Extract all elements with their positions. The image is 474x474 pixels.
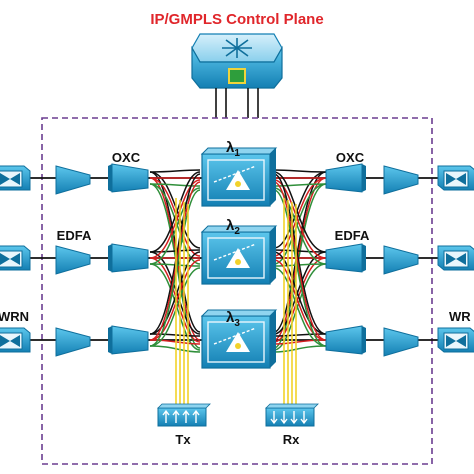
fiber-left-2-1-0 (149, 251, 201, 335)
node-boundary (41, 117, 433, 465)
control-plane-title: IP/GMPLS Control Plane (150, 11, 323, 28)
wss-lambda-2-icon (200, 225, 278, 285)
fiber-left-1-0-2 (149, 187, 201, 265)
wrn-left-label: WRN (0, 309, 29, 324)
edfa-left-icon-3 (55, 327, 91, 357)
oxc-right-icon-2 (325, 243, 366, 273)
wrn-left-icon-3 (0, 327, 31, 353)
control-links (215, 88, 259, 118)
fiber-left-2-1-2 (149, 267, 201, 347)
wrn-right-icon-2 (437, 245, 474, 271)
edfa-right-icon-1 (383, 165, 419, 195)
oxc-left-label: OXC (112, 150, 141, 165)
lambda-2-label: λ2 (226, 217, 240, 237)
wrn-right-icon-1 (437, 165, 474, 191)
fiber-left-1-0-0 (149, 171, 201, 253)
fiber-left-2-2-0 (149, 333, 201, 337)
wss-lambda-1-icon (200, 147, 278, 207)
fiber-right-1-0-2 (273, 187, 327, 265)
fiber-right-2-1-2 (273, 267, 327, 347)
edfa-left-icon-1 (55, 165, 91, 195)
fiber-right-2-1-0 (273, 251, 327, 335)
fiber-right-2-2-1 (273, 339, 327, 345)
fiber-left-2-0-0 (149, 173, 201, 335)
oxc-left-icon-2 (108, 243, 149, 273)
fiber-left-0-0-0 (149, 169, 201, 173)
fiber-left-2-2-2 (149, 345, 201, 353)
fiber-right-2-0-1 (273, 181, 327, 341)
fiber-left-2-0-1 (149, 181, 201, 341)
fiber-right-0-0-0 (273, 169, 327, 173)
lambda-1-label: λ1 (226, 139, 240, 159)
wrn-left-icon-2 (0, 245, 31, 271)
oxc-right-label: OXC (336, 150, 365, 165)
fiber-right-2-0-2 (273, 189, 327, 347)
fiber-right-1-0-0 (273, 171, 327, 253)
fiber-right-2-0-0 (273, 173, 327, 335)
lambda-3-label: λ3 (226, 309, 240, 329)
wrn-right-label: WR (449, 309, 471, 324)
oxc-left-icon-1 (108, 163, 149, 193)
fiber-left-2-2-1 (149, 339, 201, 345)
fiber-left-2-0-2 (149, 189, 201, 347)
control-plane-router-icon (191, 33, 283, 89)
fiber-right-2-2-0 (273, 333, 327, 337)
fiber-left-2-1-1 (149, 259, 201, 341)
fiber-right-2-2-2 (273, 345, 327, 353)
fiber-right-2-1-1 (273, 259, 327, 341)
tx-array-icon (157, 403, 211, 427)
oxc-right-icon-1 (325, 163, 366, 193)
oxc-left-icon-3 (108, 325, 149, 355)
edfa-left-icon-2 (55, 245, 91, 275)
wss-lambda-3-icon (200, 309, 278, 369)
rx-array-icon (265, 403, 319, 427)
rx-label: Rx (283, 432, 300, 447)
oxc-right-icon-3 (325, 325, 366, 355)
wrn-right-icon-3 (437, 327, 474, 353)
fiber-right-1-0-1 (273, 179, 327, 259)
edfa-right-icon-3 (383, 327, 419, 357)
edfa-left-label: EDFA (57, 228, 92, 243)
tx-label: Tx (175, 432, 191, 447)
wrn-left-icon-1 (0, 165, 31, 191)
edfa-right-label: EDFA (335, 228, 370, 243)
fiber-left-1-0-1 (149, 179, 201, 259)
edfa-right-icon-2 (383, 245, 419, 275)
